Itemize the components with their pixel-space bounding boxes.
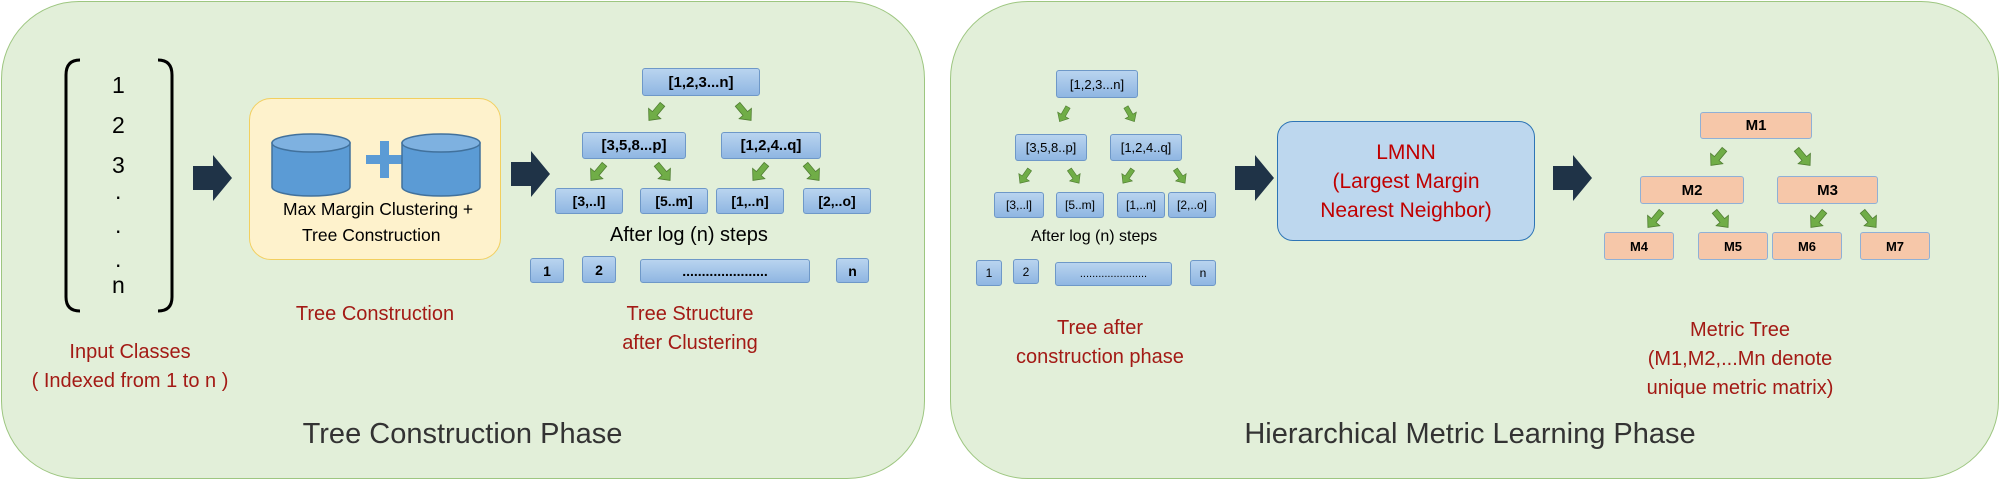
down-left-arrow-icon <box>642 98 669 126</box>
tree-level2-node: [2,..o] <box>1168 192 1216 218</box>
leaf-node: ...................... <box>1055 262 1172 286</box>
input-ellipsis-1: . <box>115 178 122 204</box>
down-right-arrow-icon <box>1169 165 1191 188</box>
tree-root-node: [1,2,3...n] <box>642 68 760 96</box>
arrow-icon <box>511 151 550 197</box>
down-left-arrow-icon <box>1117 165 1139 188</box>
tree-construction-phase-title: Tree Construction Phase <box>302 418 623 450</box>
down-right-arrow-icon <box>1063 165 1085 188</box>
down-left-arrow-icon <box>1704 143 1731 171</box>
metric-level1-node: M3 <box>1777 176 1878 204</box>
input-ellipsis-2: . <box>115 212 122 238</box>
leaf-node: 1 <box>976 260 1002 286</box>
input-class-3: 3 <box>112 152 125 178</box>
down-left-arrow-icon <box>1014 165 1036 188</box>
construction-box-line1: Max Margin Clustering + <box>283 199 474 219</box>
lmnn-subtitle-1: (Largest Margin <box>1332 169 1480 193</box>
metric-tree-label: Metric Tree (M1,M2,...Mn denote unique m… <box>1646 319 1834 399</box>
tree-root-node: [1,2,3...n] <box>1056 70 1138 98</box>
down-right-arrow-icon <box>650 158 677 186</box>
tree-level1-node: [1,2,4..q] <box>721 132 821 159</box>
down-left-arrow-icon <box>1804 205 1831 233</box>
tree-level2-node: [2,..o] <box>803 188 871 214</box>
input-class-2: 2 <box>112 112 125 138</box>
metric-level2-node: M4 <box>1604 232 1674 260</box>
metric-root-node: M1 <box>1700 112 1812 139</box>
database-icon <box>271 133 351 197</box>
arrow-icon <box>1553 155 1592 201</box>
input-class-1: 1 <box>112 72 125 98</box>
tree-level1-node: [3,5,8...p] <box>582 132 686 159</box>
tree-level2-node: [3,..l] <box>555 188 623 214</box>
tree-construction-label: Tree Construction <box>295 303 455 325</box>
down-left-arrow-icon <box>746 158 773 186</box>
metric-level1-node: M2 <box>1640 176 1744 204</box>
down-right-arrow-icon <box>1708 205 1735 233</box>
tree-level2-node: [5..m] <box>1056 192 1104 218</box>
down-left-arrow-icon <box>1053 103 1074 126</box>
lmnn-box: LMNN (Largest Margin Nearest Neighbor) <box>1277 121 1535 241</box>
leaf-node: 2 <box>1013 259 1039 284</box>
down-left-arrow-icon <box>1641 205 1668 233</box>
tree-level2-node: [1,..n] <box>716 188 784 214</box>
lmnn-title: LMNN <box>1376 140 1436 164</box>
leaf-node: 1 <box>530 258 564 283</box>
metric-level2-node: M5 <box>1698 232 1768 260</box>
metric-learning-phase-title: Hierarchical Metric Learning Phase <box>1244 418 1696 450</box>
down-right-arrow-icon <box>1790 143 1817 171</box>
arrow-icon <box>1235 155 1274 201</box>
tree-level2-node: [1,..n] <box>1117 192 1165 218</box>
down-right-arrow-icon <box>1120 103 1141 126</box>
tree-level1-node: [3,5,8..p] <box>1015 134 1087 161</box>
leaf-node: ...................... <box>640 259 810 283</box>
down-right-arrow-icon <box>1856 205 1883 233</box>
metric-level2-node: M6 <box>1772 232 1842 260</box>
input-class-n: n <box>112 272 125 298</box>
plus-icon <box>366 141 403 178</box>
arrow-icon <box>193 155 232 201</box>
leaf-node: n <box>1190 260 1216 286</box>
down-left-arrow-icon <box>584 158 611 186</box>
database-icon <box>401 133 481 197</box>
input-classes-label: Input Classes ( Indexed from 1 to n ) <box>31 341 229 392</box>
leaf-node: n <box>836 258 869 283</box>
metric-level2-node: M7 <box>1860 232 1930 260</box>
after-log-n-steps: After log (n) steps <box>610 224 768 246</box>
tree-after-construction-label: Tree after construction phase <box>1016 317 1184 368</box>
construction-box-line2: Tree Construction <box>302 225 441 245</box>
down-right-arrow-icon <box>731 98 758 126</box>
tree-level2-node: [3,..l] <box>994 192 1044 218</box>
tree-level2-node: [5..m] <box>640 188 708 214</box>
tree-level1-node: [1,2,4..q] <box>1110 134 1182 161</box>
tree-structure-label: Tree Structure after Clustering <box>622 303 758 354</box>
input-ellipsis-3: . <box>115 246 122 272</box>
down-right-arrow-icon <box>799 158 826 186</box>
leaf-node: 2 <box>582 256 616 283</box>
lmnn-subtitle-2: Nearest Neighbor) <box>1320 198 1492 222</box>
after-log-n-steps: After log (n) steps <box>1031 228 1158 245</box>
